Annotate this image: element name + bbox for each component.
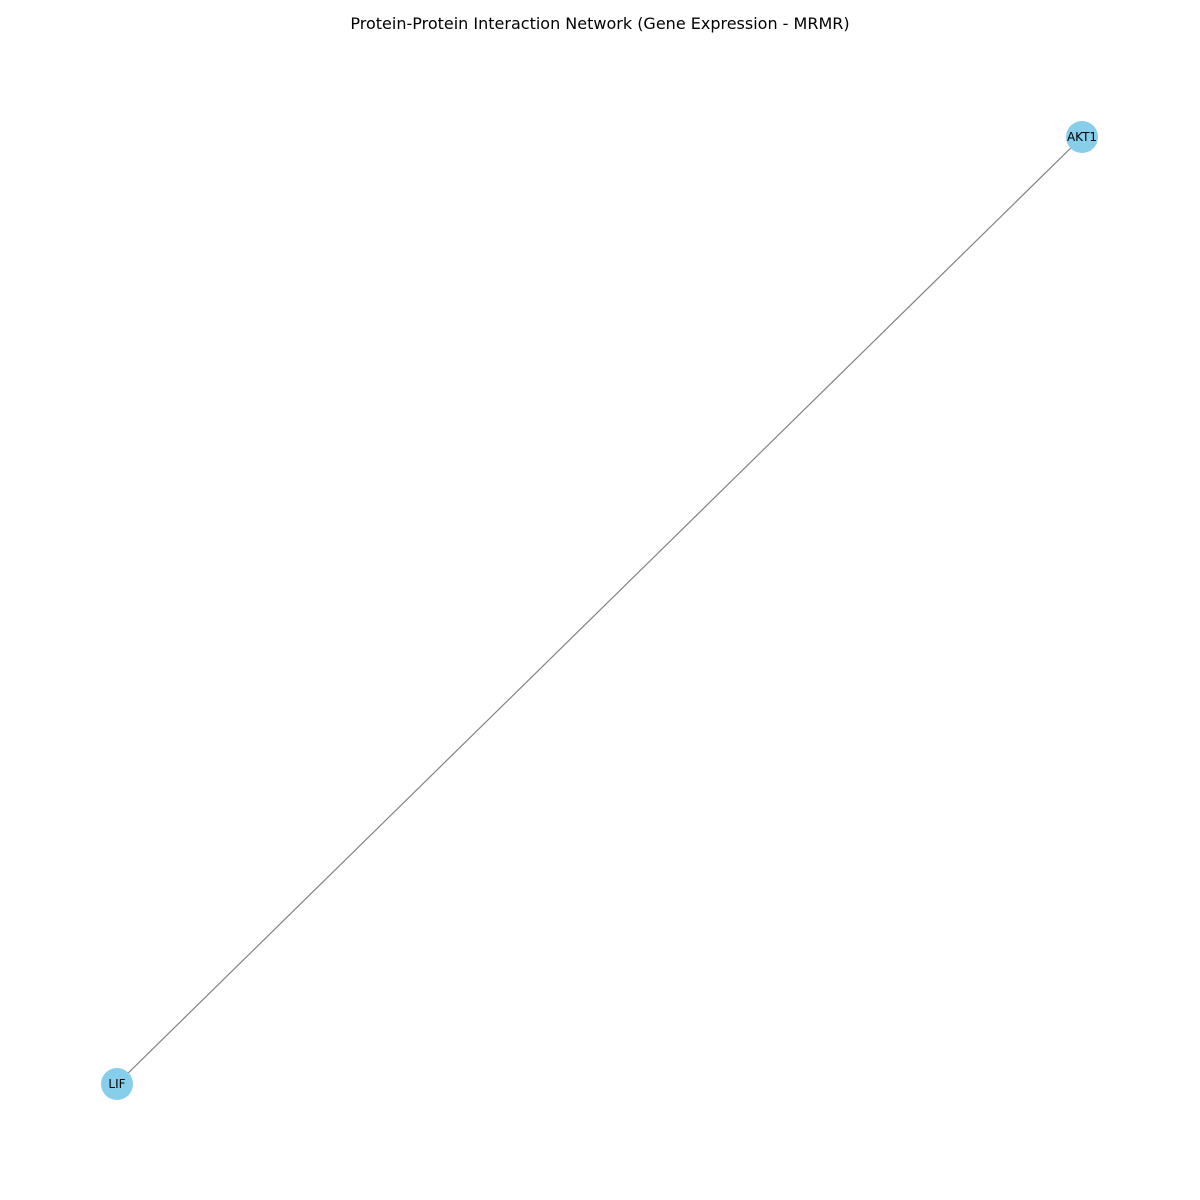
node-akt1: [1066, 121, 1098, 153]
node-lif: [101, 1068, 133, 1100]
figure-title: Protein-Protein Interaction Network (Gen…: [350, 14, 849, 33]
node-label-akt1: AKT1: [1067, 130, 1097, 144]
edge-akt1-lif: [116, 136, 1083, 1085]
node-label-lif: LIF: [108, 1077, 125, 1091]
nodes-layer: [101, 121, 1098, 1100]
edges-layer: [116, 136, 1083, 1085]
